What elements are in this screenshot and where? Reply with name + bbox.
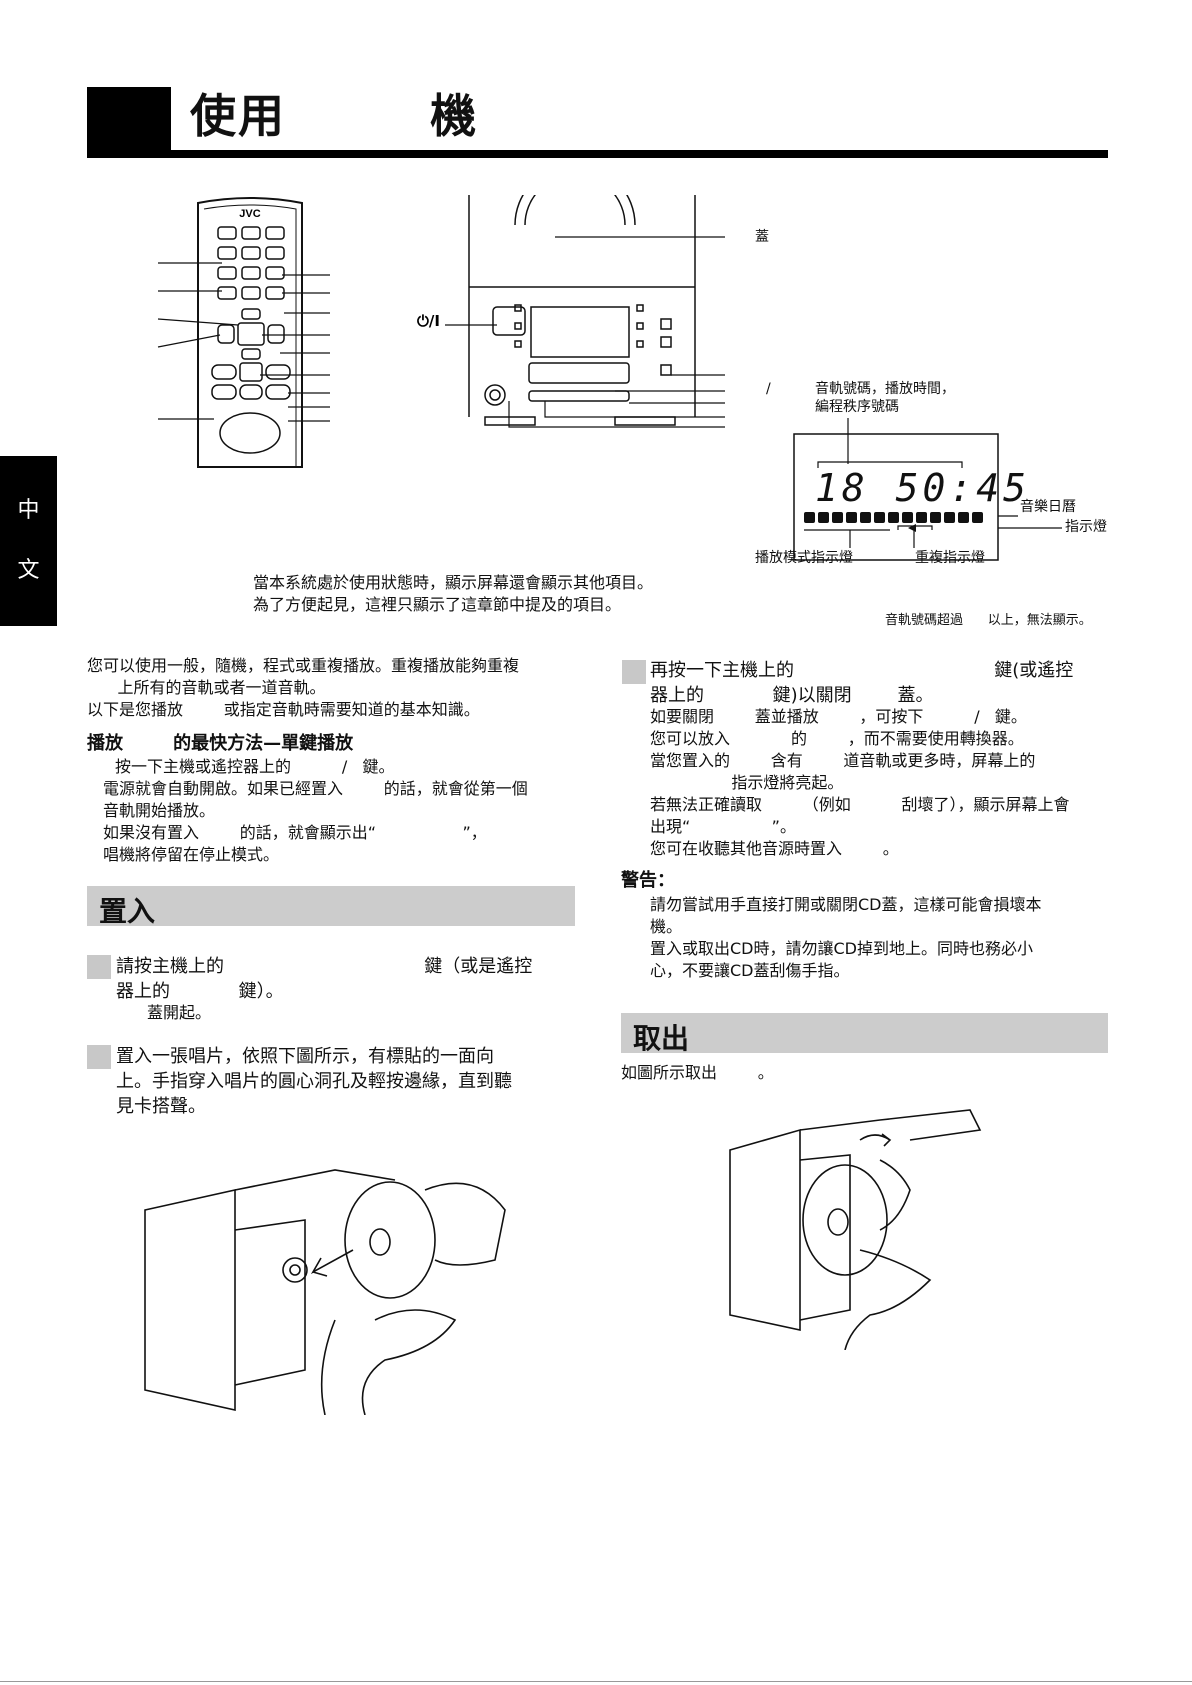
quick-line-1: 按一下主機或遙控器上的 / 鍵。 <box>115 757 395 776</box>
main-unit-illustration: ⏻/I <box>417 195 725 428</box>
slash-label: / <box>766 381 771 397</box>
step-3-detail-4: 指示燈將亮起。 <box>650 773 844 792</box>
remove-disc-illustration <box>729 1109 982 1350</box>
intro-line-1: 您可以使用一般，隨機，程式或重複播放。重複播放能夠重複 <box>87 656 520 675</box>
warning-line-4: 心，不要讓CD蓋刮傷手指。 <box>650 961 850 980</box>
step-2-marker <box>87 1045 111 1069</box>
step-3-detail-7: 您可在收聽其他音源時置入 。 <box>650 839 899 858</box>
step-3-line-1: 再按一下主機上的 鍵(或遙控 <box>650 660 1074 681</box>
figure-note-3: 音軌號碼超過 以上，無法顯示。 <box>885 613 1092 628</box>
warning-line-1: 請勿嘗試用手直接打開或關閉CD蓋，這樣可能會損壞本 <box>650 895 1042 914</box>
page-title: 使用 機 <box>190 89 479 143</box>
insert-disc-illustration <box>144 1169 506 1415</box>
quick-play-heading: 播放 的最快方法—單鍵播放 <box>87 733 354 754</box>
figure-note-1: 當本系統處於使用狀態時，顯示屏幕還會顯示其他項目。 <box>253 573 654 592</box>
repeat-label: 重複指示燈 <box>915 550 985 566</box>
language-tab: 中 文 <box>0 456 57 626</box>
step-1-sub: 蓋開起。 <box>147 1003 212 1022</box>
step-3-line-2: 器上的 鍵)以關閉 蓋。 <box>650 685 934 706</box>
lcd-digits: 18 50:45 <box>815 466 1031 510</box>
footer-rule <box>0 1681 1192 1682</box>
step-1-marker <box>87 955 111 979</box>
step-3-detail-1: 如要關閉 蓋並播放 ，可按下 / 鍵。 <box>650 707 1027 726</box>
intro-line-2: 上所有的音軌或者一道音軌。 <box>87 678 326 697</box>
header-rule <box>87 150 1108 158</box>
insert-section-title: 置入 <box>99 895 156 928</box>
step-3-detail-5: 若無法正確讀取 （例如 刮壞了），顯示屏幕上會 <box>650 795 1070 814</box>
lcd-display-illustration <box>793 418 1062 561</box>
insert-section-band: 置入 <box>87 886 575 928</box>
quick-line-3: 音軌開始播放。 <box>103 801 216 820</box>
program-number-label: 編程秩序號碼 <box>815 399 899 415</box>
warning-heading: 警告： <box>621 870 675 891</box>
step-3-detail-3: 當您置入的 含有 道音軌或更多時，屏幕上的 <box>650 751 1036 770</box>
step-3-detail-6: 出現“ ”。 <box>650 817 796 836</box>
step-1-line-1: 請按主機上的 鍵（或是遙控 <box>116 956 533 977</box>
indicator-label: 指示燈 <box>1065 519 1107 535</box>
remove-section-title: 取出 <box>633 1022 690 1055</box>
step-1-line-2: 器上的 鍵）。 <box>116 981 284 1002</box>
play-mode-label: 播放模式指示燈 <box>755 550 853 566</box>
remove-section-band: 取出 <box>621 1013 1108 1055</box>
power-button-label: ⏻/I <box>417 312 440 330</box>
intro-line-3: 以下是您播放 或指定音軌時需要知道的基本知識。 <box>87 700 480 719</box>
step-2-line-2: 上。手指穿入唱片的圓心洞孔及輕按邊緣，直到聽 <box>116 1071 512 1092</box>
remote-brand: JVC <box>239 208 260 220</box>
remote-control-illustration: JVC <box>157 197 330 468</box>
figure-note-2: 為了方便起見，這裡只顯示了這章節中提及的項目。 <box>253 595 622 614</box>
step-2-line-1: 置入一張唱片，依照下圖所示，有標貼的一面向 <box>116 1046 494 1067</box>
calendar-label: 音樂日曆 <box>1020 499 1076 515</box>
track-info-label: 音軌號碼，播放時間， <box>815 381 955 397</box>
step-3-detail-2: 您可以放入 的 ，而不需要使用轉換器。 <box>650 729 1024 748</box>
tab-char-2: 文 <box>17 558 40 583</box>
quick-line-4: 如果沒有置入 的話，就會顯示出“ ”， <box>103 823 487 842</box>
header-block <box>87 87 171 157</box>
quick-line-2: 電源就會自動開啟。如果已經置入 的話，就會從第一個 <box>103 779 528 798</box>
step-3-marker <box>622 660 646 684</box>
tab-char-1: 中 <box>17 498 40 523</box>
warning-line-3: 置入或取出CD時，請勿讓CD掉到地上。同時也務必小 <box>650 939 1033 958</box>
lid-label: 蓋 <box>755 229 769 245</box>
remove-text: 如圖所示取出 。 <box>621 1063 774 1082</box>
warning-line-2: 機。 <box>650 917 683 936</box>
step-2-line-3: 見卡搭聲。 <box>116 1096 206 1117</box>
quick-line-5: 唱機將停留在停止模式。 <box>103 845 280 864</box>
